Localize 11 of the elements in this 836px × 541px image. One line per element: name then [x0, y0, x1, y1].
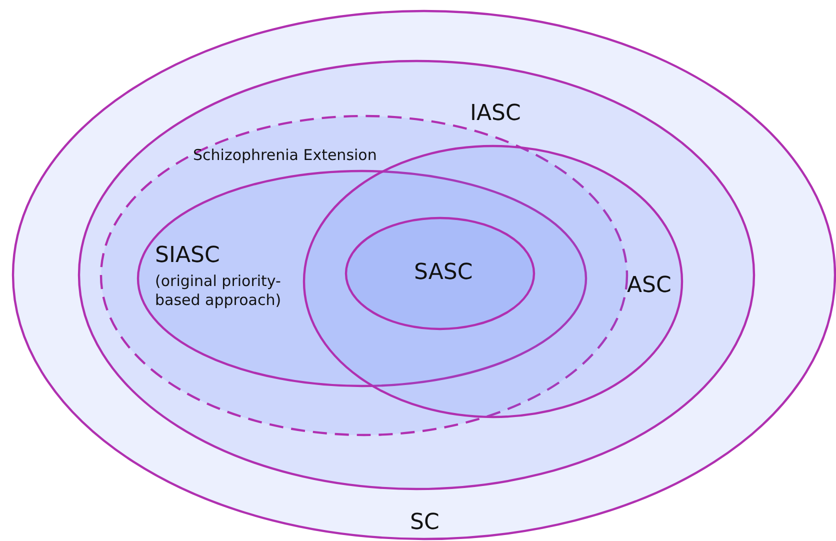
ellipse-region: [345, 217, 535, 330]
region-description: (original priority-based approach): [155, 272, 282, 310]
region-label: SASC: [414, 259, 473, 286]
region-label: ASC: [627, 272, 672, 300]
ellipse-region: [303, 145, 683, 418]
region-label: SC: [410, 509, 440, 536]
region-label: SIASC: [155, 242, 220, 270]
ellipse-region: [78, 60, 755, 490]
region-label: IASC: [470, 100, 521, 128]
region-label: Schizophrenia Extension: [193, 146, 377, 165]
ellipse-region: [12, 10, 836, 540]
